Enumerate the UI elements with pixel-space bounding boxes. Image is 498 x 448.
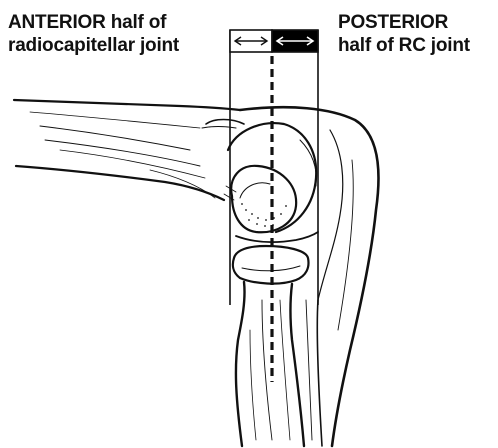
humerus-illustration: [14, 100, 378, 446]
anterior-label-emphasis: ANTERIOR: [8, 12, 106, 33]
anterior-label-rest: half of: [106, 12, 167, 33]
posterior-label-line1: POSTERIOR: [338, 12, 448, 33]
posterior-label-line2: half of RC joint: [338, 34, 470, 57]
anterior-label: ANTERIOR half of radiocapitellar joint: [8, 11, 179, 57]
anterior-label-line2: radiocapitellar joint: [8, 34, 179, 57]
measurement-guides: [230, 30, 318, 382]
posterior-label: POSTERIOR half of RC joint: [338, 11, 470, 57]
